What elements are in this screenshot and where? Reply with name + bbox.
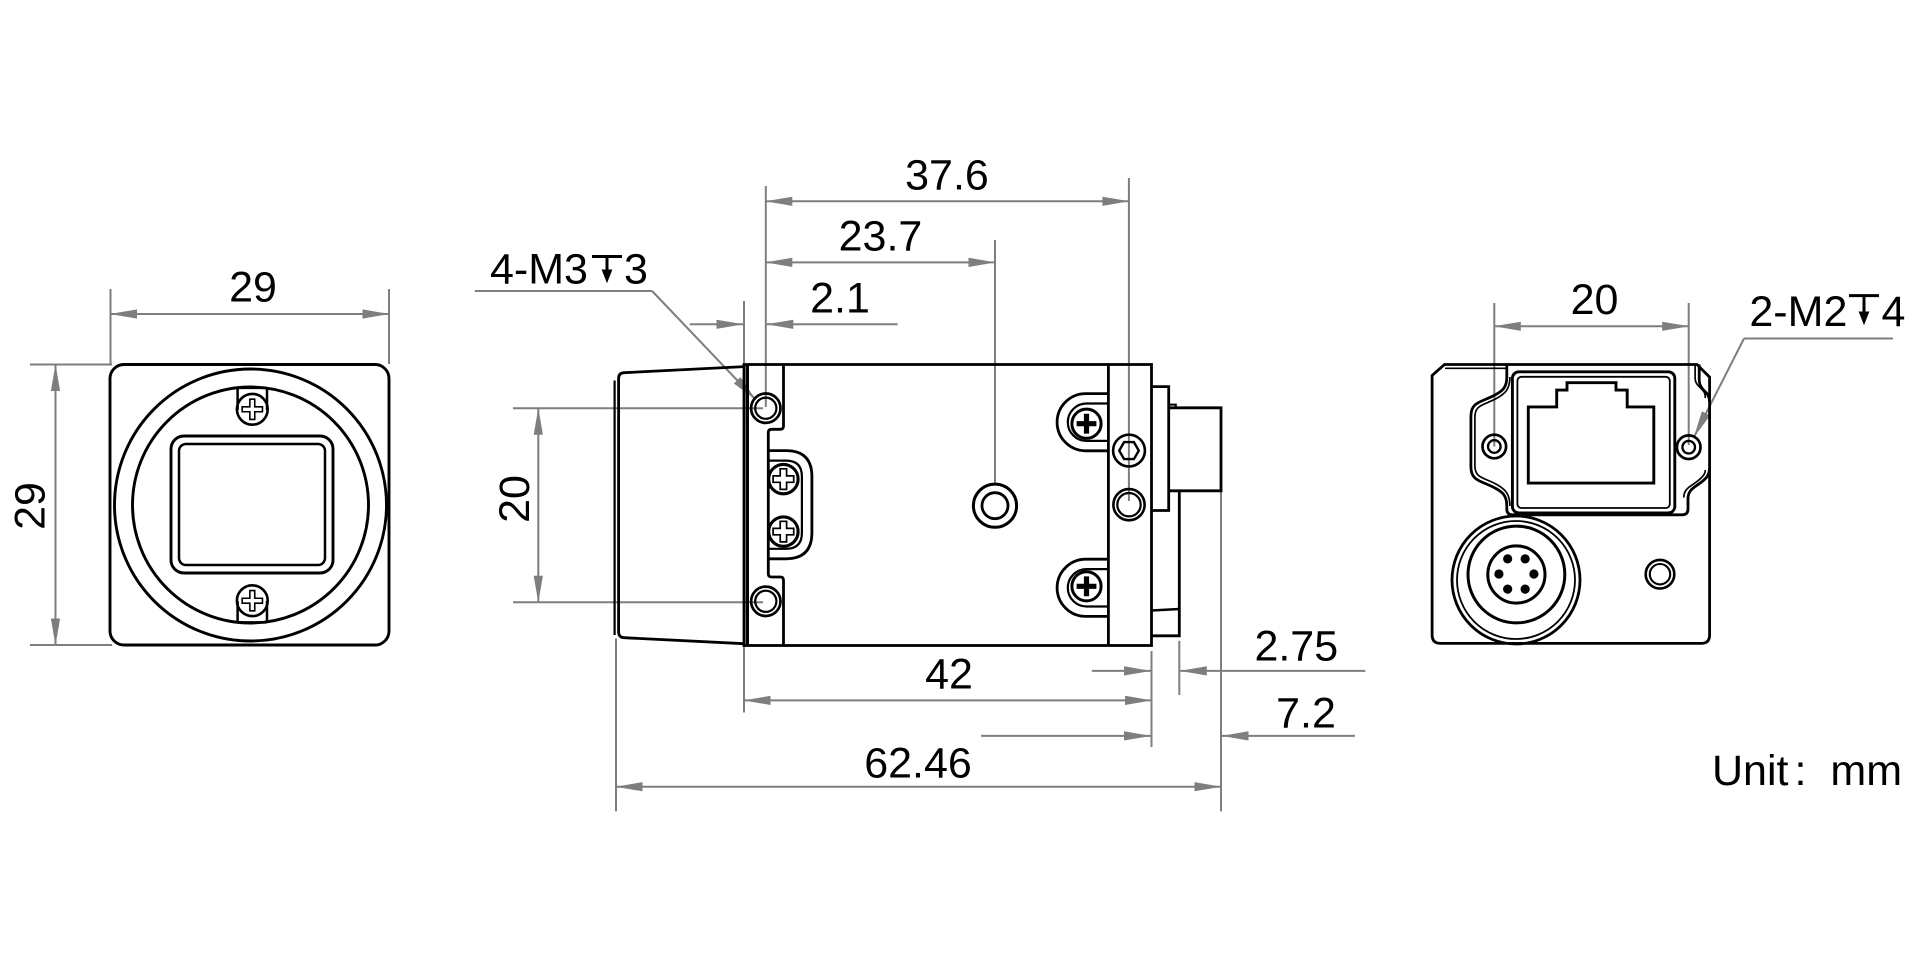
svg-text:37.6: 37.6	[905, 151, 989, 199]
svg-text:62.46: 62.46	[864, 740, 972, 788]
svg-text:20: 20	[1571, 276, 1619, 324]
svg-text:42: 42	[925, 650, 973, 698]
svg-text:29: 29	[7, 482, 55, 530]
svg-text:7.2: 7.2	[1276, 690, 1336, 738]
svg-text:3: 3	[624, 246, 648, 294]
svg-text:4-M3: 4-M3	[490, 246, 588, 294]
svg-text:2.1: 2.1	[810, 274, 870, 322]
svg-text:4: 4	[1882, 288, 1906, 336]
svg-text:20: 20	[491, 475, 539, 523]
svg-text:2.75: 2.75	[1254, 622, 1338, 670]
svg-text:2-M2: 2-M2	[1749, 288, 1847, 336]
svg-text:23.7: 23.7	[839, 212, 923, 260]
svg-text:29: 29	[229, 263, 277, 311]
